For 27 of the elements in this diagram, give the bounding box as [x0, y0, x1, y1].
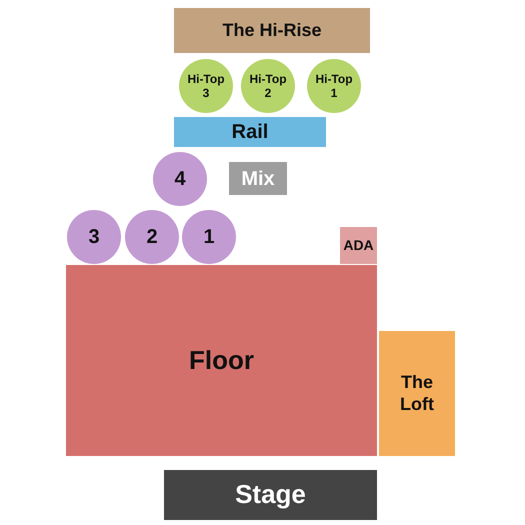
stage-block [164, 470, 377, 520]
seating-section [66, 265, 377, 456]
seating-section [379, 331, 455, 456]
seating-section [340, 227, 377, 264]
section-label: Rail [232, 120, 268, 144]
seating-section [174, 117, 326, 147]
seating-section [229, 162, 287, 195]
table-circle [153, 152, 207, 206]
table-circle [307, 59, 361, 113]
seating-section [174, 8, 370, 53]
section-label: The Loft [399, 372, 435, 416]
section-label: 2 [146, 225, 158, 249]
section-label: Floor [189, 344, 254, 376]
section-label: 4 [174, 167, 186, 191]
section-label: Stage [235, 479, 306, 511]
section-label: 3 [88, 225, 100, 249]
table-circle [67, 210, 121, 264]
section-label: The Hi-Rise [222, 20, 322, 42]
table-circle [179, 59, 233, 113]
section-label: ADA [343, 237, 374, 254]
section-label: 1 [203, 225, 215, 249]
section-label: Hi-Top 3 [186, 72, 226, 100]
table-circle [241, 59, 295, 113]
section-label: Mix [241, 166, 275, 190]
section-label: Hi-Top 1 [314, 72, 354, 100]
table-circle [182, 210, 236, 264]
section-label: Hi-Top 2 [248, 72, 288, 100]
